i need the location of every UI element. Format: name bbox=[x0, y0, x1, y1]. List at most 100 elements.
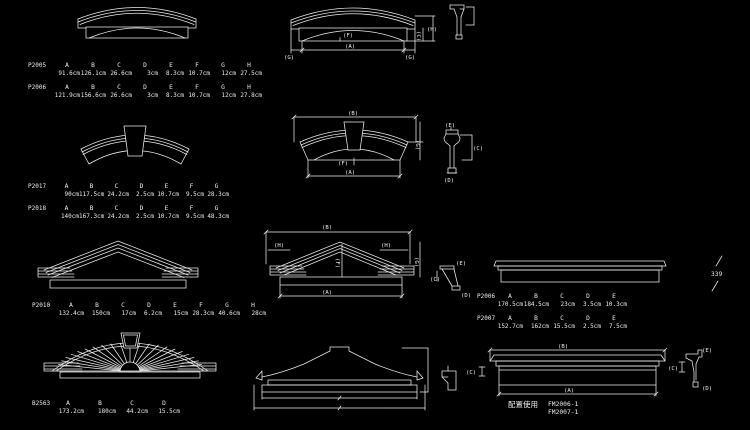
dimension-value: 26.6cm bbox=[110, 70, 132, 77]
dimension-value: 184.5cm bbox=[523, 301, 549, 308]
column-header: A bbox=[64, 183, 69, 190]
sunburst-pediment-elevation bbox=[43, 332, 217, 379]
dimension-value: 44.2cm bbox=[126, 408, 148, 415]
column-header: A bbox=[66, 400, 70, 407]
usage-note: 配置使用 FM2006-1 FM2007-1 bbox=[508, 401, 578, 417]
dimension-value: 132.4cm bbox=[58, 310, 84, 317]
column-header: F bbox=[199, 302, 203, 309]
dimension-value: 2.5cm bbox=[582, 323, 601, 330]
column-header: C bbox=[560, 293, 564, 300]
part-id-spacer bbox=[477, 301, 497, 309]
cornice-dimensioned: (B) (C) (A) bbox=[466, 344, 668, 397]
column-header: D bbox=[147, 302, 151, 309]
part-id: B2563 bbox=[32, 400, 51, 407]
dimension-value: 28.3cm bbox=[207, 191, 229, 198]
column-header: E bbox=[173, 302, 177, 309]
column-header: H bbox=[247, 62, 251, 69]
dimension-value: 27.5cm bbox=[240, 70, 262, 77]
triangular-pediment-dimensioned: (B) (H) (H) (F) (G) (A) bbox=[263, 225, 421, 299]
dimension-value: 23cm bbox=[560, 301, 575, 308]
part-id: P2006 bbox=[477, 293, 496, 300]
dim-label-F: (F) bbox=[334, 258, 340, 268]
dim-label-C: (C) bbox=[473, 146, 483, 152]
usage-ref-2: FM2007-1 bbox=[548, 409, 579, 416]
dim-label-C: (C) bbox=[668, 366, 678, 372]
arch-pediment-dimensioned: (F) (A) (G) (G) (C) (H) bbox=[284, 7, 437, 61]
dim-label-E: (E) bbox=[445, 123, 455, 129]
dim-label-G: (G) bbox=[405, 55, 415, 61]
sheet-ref: 339 bbox=[711, 271, 722, 278]
part-id-spacer bbox=[28, 92, 54, 100]
dimension-value: 170.5cm bbox=[497, 301, 523, 308]
dimension-value: 91.6cm bbox=[58, 70, 80, 77]
raking-profile-section: (E) (C) (D) bbox=[430, 261, 471, 299]
dimension-value: 167.3cm bbox=[79, 213, 105, 220]
cornice-profile-section: (E) (C) (D) bbox=[668, 348, 712, 392]
column-header: G bbox=[214, 183, 219, 190]
dimension-value: 10.7cm bbox=[188, 70, 210, 77]
dimension-value: 10.3cm bbox=[605, 301, 627, 308]
dimension-value: 2.5cm bbox=[135, 191, 154, 198]
column-header: D bbox=[139, 183, 144, 190]
dimension-value: 28cm bbox=[251, 310, 266, 317]
dimension-value: 3cm bbox=[147, 92, 158, 99]
column-header: D bbox=[586, 293, 590, 300]
dimension-value: 150cm bbox=[91, 310, 110, 317]
column-header: H bbox=[247, 84, 251, 91]
column-header: D bbox=[143, 84, 147, 91]
column-header: E bbox=[164, 205, 169, 212]
dimension-value: 2.5cm bbox=[135, 213, 154, 220]
column-header: B bbox=[95, 302, 99, 309]
dim-label-H: (H) bbox=[427, 27, 437, 33]
dimension-value: 15cm bbox=[173, 310, 188, 317]
dimension-value: 140cm bbox=[60, 213, 79, 220]
column-header: D bbox=[162, 400, 166, 407]
column-header: B bbox=[89, 183, 94, 190]
column-header: B bbox=[534, 315, 538, 322]
arc-keystone-dimensioned: (B) (G) (F) (A) bbox=[291, 111, 424, 179]
dimension-value: 8.3cm bbox=[165, 70, 184, 77]
dim-label-B: (B) bbox=[322, 225, 332, 231]
usage-refs: FM2006-1 FM2007-1 bbox=[548, 401, 578, 417]
dimension-value: 121.9cm bbox=[54, 92, 80, 99]
dim-label-A: (A) bbox=[345, 170, 355, 176]
column-header: F bbox=[189, 205, 194, 212]
dimension-value: 9.5cm bbox=[185, 191, 204, 198]
column-header: D bbox=[139, 205, 144, 212]
dimension-value: 126.1cm bbox=[80, 70, 106, 77]
dimension-value: 3.5cm bbox=[582, 301, 601, 308]
dim-label-E: (E) bbox=[702, 348, 712, 354]
dim-label-B: (B) bbox=[348, 111, 358, 117]
part-id: P2010 bbox=[32, 302, 51, 309]
flat-cornice-elevation bbox=[493, 260, 667, 283]
column-header: E bbox=[169, 62, 173, 69]
dim-label-A: (A) bbox=[564, 388, 574, 394]
column-header: E bbox=[164, 183, 169, 190]
column-header: G bbox=[221, 62, 225, 69]
part-id: P2005 bbox=[28, 62, 47, 69]
dimension-value: 6.2cm bbox=[143, 310, 162, 317]
column-header: C bbox=[117, 84, 121, 91]
dim-label-G: (G) bbox=[414, 140, 420, 150]
part-id: P2018 bbox=[28, 205, 47, 212]
column-header: F bbox=[195, 62, 199, 69]
part-id-spacer bbox=[28, 191, 54, 199]
